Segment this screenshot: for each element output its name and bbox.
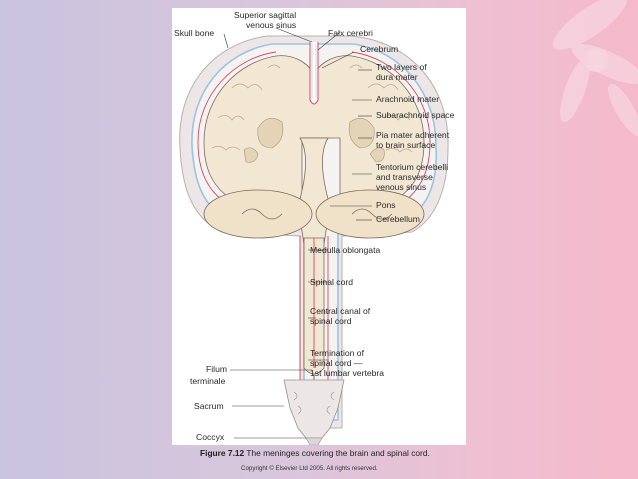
label-pia-mater: Pia mater adherent	[376, 130, 450, 140]
gyri	[211, 64, 413, 153]
label-sacrum: Sacrum	[194, 401, 224, 411]
label-central-canal: Central canal of	[310, 306, 371, 316]
coccyx	[305, 437, 323, 445]
pia-mater	[197, 51, 431, 205]
label-coccyx: Coccyx	[196, 432, 225, 442]
caption-text: The meninges covering the brain and spin…	[244, 448, 430, 458]
floral-ornament	[553, 0, 638, 137]
label-pons: Pons	[376, 200, 396, 210]
cerebellum	[203, 189, 425, 239]
label-dura-mater: dura mater	[376, 72, 418, 82]
label-cerebrum: Cerebrum	[360, 44, 398, 54]
caption-number: Figure 7.12	[200, 448, 245, 458]
meninges-diagram: Superior sagittal venous sinus Skull bon…	[174, 10, 455, 445]
cerebrum	[203, 55, 425, 203]
label-skull-bone: Skull bone	[174, 28, 214, 38]
label-pia-surface: to brain surface	[376, 140, 435, 150]
label-superior-sagittal: Superior sagittal	[234, 10, 296, 20]
label-arachnoid: Arachnoid mater	[376, 94, 439, 104]
label-transverse: and transverse	[376, 172, 433, 182]
falx-cerebri	[309, 42, 319, 105]
label-falx-cerebri: Falx cerebri	[328, 28, 373, 38]
copyright-notice: Copyright © Elsevier Ltd 2005. All right…	[241, 465, 378, 472]
figure-panel: Superior sagittal venous sinus Skull bon…	[172, 8, 466, 445]
figure-caption: Figure 7.12 The meninges covering the br…	[200, 448, 460, 458]
label-termination-2: spinal cord —	[310, 358, 363, 368]
label-medulla: Medulla oblongata	[310, 245, 380, 255]
label-venous-sinus: venous sinus	[246, 20, 296, 30]
label-tentorium: Tentorium cerebelli	[376, 162, 448, 172]
label-subarachnoid: Subarachnoid space	[376, 110, 455, 120]
label-spinal-cord: Spinal cord	[310, 277, 353, 287]
label-terminale: terminale	[190, 376, 226, 386]
label-central-canal-2: spinal cord	[310, 316, 352, 326]
label-cerebellum: Cerebellum	[376, 214, 420, 224]
label-termination: Termination of	[310, 348, 365, 358]
label-termination-3: 1st lumbar vertebra	[310, 368, 384, 378]
label-filum: Filum	[206, 364, 227, 374]
label-venous-sinus-2: venous sinus	[376, 182, 426, 192]
label-two-layers: Two layers of	[376, 62, 427, 72]
leader-lines	[223, 27, 372, 439]
ventricles	[243, 117, 385, 163]
sacrum	[283, 379, 345, 439]
